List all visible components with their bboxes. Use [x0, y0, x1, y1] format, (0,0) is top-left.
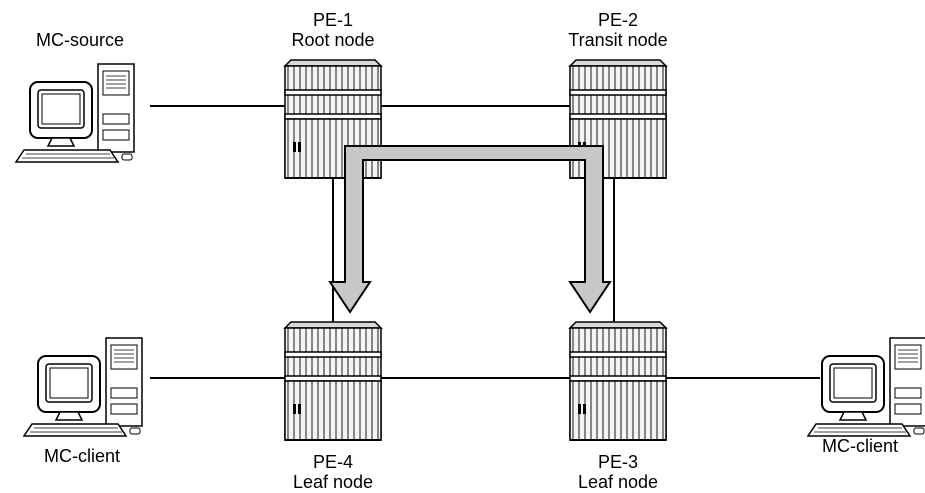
mc-client-left-computer-icon — [24, 338, 142, 436]
pe2-role: Transit node — [548, 30, 688, 50]
pe2-name: PE-2 — [548, 10, 688, 30]
mc-client-right-computer-icon — [808, 338, 925, 436]
pe2-label: PE-2 Transit node — [548, 10, 688, 50]
pe1-role: Root node — [268, 30, 398, 50]
pe4-name: PE-4 — [268, 452, 398, 472]
mc-client-right-label: MC-client — [810, 436, 910, 456]
mc-client-left-label: MC-client — [32, 446, 132, 466]
router-pe3-icon — [570, 322, 666, 440]
pe4-role: Leaf node — [268, 472, 398, 492]
pe1-label: PE-1 Root node — [268, 10, 398, 50]
pe1-name: PE-1 — [268, 10, 398, 30]
mc-source-label: MC-source — [30, 30, 130, 50]
pe3-label: PE-3 Leaf node — [553, 452, 683, 492]
pe4-label: PE-4 Leaf node — [268, 452, 398, 492]
mc-source-computer-icon — [16, 64, 134, 162]
router-pe4-icon — [285, 322, 381, 440]
pe3-name: PE-3 — [553, 452, 683, 472]
pe3-role: Leaf node — [553, 472, 683, 492]
